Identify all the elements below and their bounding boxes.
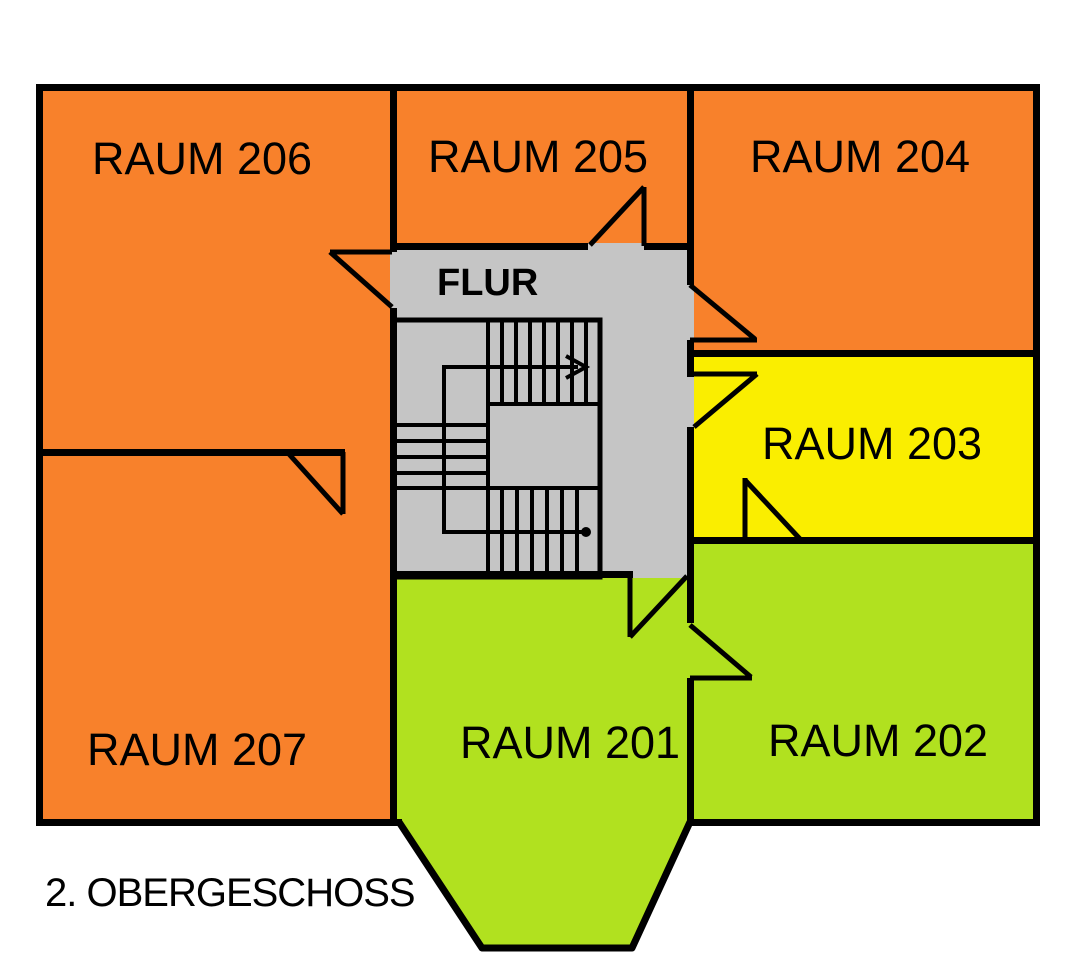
wall-203-202 xyxy=(687,537,1040,544)
stair-outline xyxy=(391,317,603,580)
wall-flur-top-right xyxy=(644,243,694,250)
wall-left-upper xyxy=(390,84,397,252)
door-swing-raum-207 xyxy=(286,451,346,516)
room-raum-204 xyxy=(690,84,1040,357)
door-swing-raum-202 xyxy=(688,623,753,681)
door-swing-raum-204 xyxy=(688,283,757,343)
room-label-raum-205: RAUM 205 xyxy=(428,131,648,182)
wall-right-seg3 xyxy=(687,427,694,623)
room-raum-202 xyxy=(690,540,1040,826)
corridor-flur xyxy=(390,243,694,578)
stair-direction-arrow-icon xyxy=(565,354,591,380)
door-swing-raum-205 xyxy=(588,185,647,247)
door-swing-raum-206 xyxy=(328,249,394,309)
room-fills xyxy=(36,84,1040,948)
room-raum-206 xyxy=(36,84,393,456)
wall-bay-raum-201 xyxy=(396,820,694,952)
wall-206-207 xyxy=(36,449,345,456)
wall-outer-top xyxy=(36,84,1040,91)
room-label-raum-206: RAUM 206 xyxy=(92,133,312,184)
room-raum-207 xyxy=(36,452,393,826)
room-raum-201 xyxy=(390,571,690,948)
corridor-label-flur: FLUR xyxy=(437,262,538,304)
wall-right-seg2 xyxy=(687,340,694,377)
door-swing-raum-203-top xyxy=(692,371,759,429)
staircase xyxy=(391,317,603,580)
door-swing-raum-201 xyxy=(627,574,689,639)
door-swings xyxy=(286,185,802,681)
wall-flur-top-left xyxy=(390,243,588,250)
room-label-raum-204: RAUM 204 xyxy=(750,131,970,182)
labels: RAUM 206 RAUM 205 RAUM 204 RAUM 203 RAUM… xyxy=(45,131,988,915)
stair-upper-flight xyxy=(500,322,588,402)
wall-right-seg1 xyxy=(687,84,694,285)
stair-walkline-start-dot xyxy=(581,527,591,537)
room-label-raum-203: RAUM 203 xyxy=(762,418,982,469)
room-label-raum-207: RAUM 207 xyxy=(87,724,307,775)
room-label-raum-202: RAUM 202 xyxy=(768,715,988,766)
wall-outer-bottom-left xyxy=(36,819,402,826)
room-raum-203 xyxy=(690,353,1040,544)
wall-outer-bottom-right xyxy=(688,819,1040,826)
room-label-raum-201: RAUM 201 xyxy=(460,717,680,768)
wall-outer-right xyxy=(1033,84,1040,826)
door-swing-raum-203-bottom xyxy=(742,478,802,541)
stair-walk-line xyxy=(442,365,586,534)
wall-204-203 xyxy=(687,350,1040,357)
wall-right-seg4 xyxy=(687,678,694,826)
floor-title: 2. OBERGESCHOSS xyxy=(45,871,415,915)
